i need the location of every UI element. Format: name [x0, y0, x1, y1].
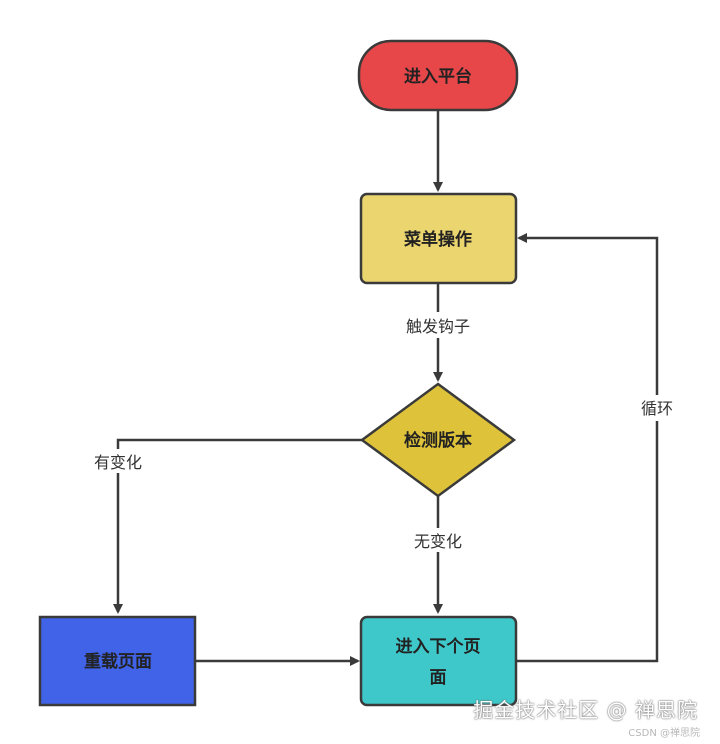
node-menu-label: 菜单操作 — [403, 229, 472, 250]
node-next — [359, 615, 518, 707]
edge-label-loop: 循环 — [641, 399, 673, 418]
edge-loop-next-to-menu — [516, 233, 659, 663]
node-next-label-line1: 进入下个页 — [396, 636, 481, 657]
node-check — [359, 382, 517, 498]
node-start-label: 进入平台 — [404, 66, 472, 87]
edge-label-trigger-hook: 触发钩子 — [406, 317, 470, 336]
node-reload-label: 重载页面 — [84, 651, 152, 672]
node-check-label: 检测版本 — [404, 430, 472, 451]
watermark: 掘金技术社区 @ 禅思院 — [473, 698, 698, 722]
edge-label-changed: 有变化 — [94, 453, 142, 472]
edge-check-to-reload — [113, 438, 362, 614]
node-reload — [38, 615, 197, 707]
node-next-label-line2: 面 — [430, 668, 447, 688]
node-start — [357, 39, 519, 112]
watermark-small: CSDN @禅思院 — [628, 728, 700, 739]
edge-label-unchanged: 无变化 — [414, 532, 462, 551]
node-menu — [359, 192, 518, 285]
